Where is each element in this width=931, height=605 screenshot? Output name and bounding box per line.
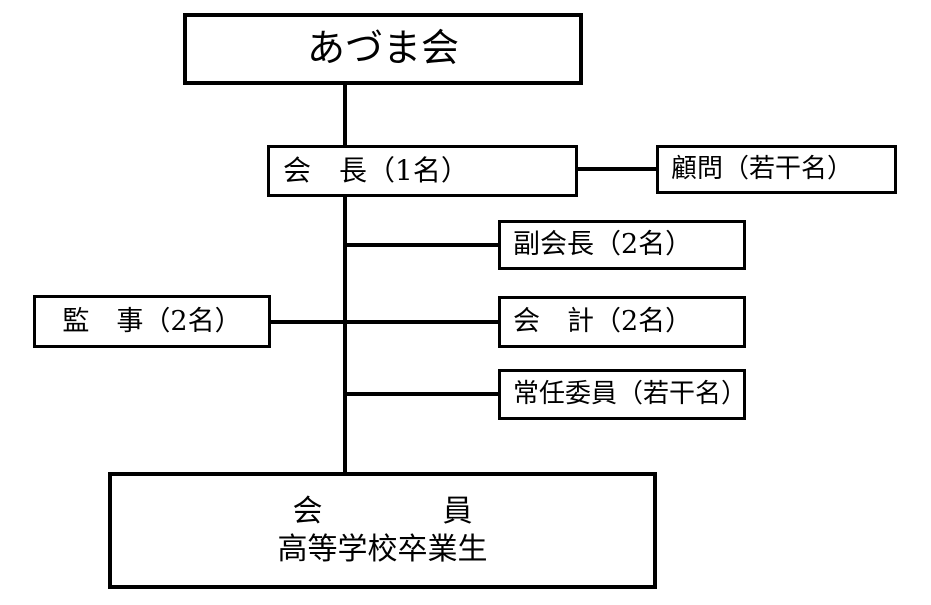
connector-kaicho-komon [578,167,656,171]
org-box-members-label-line2: 高等学校卒業生 [277,531,488,567]
org-box-auditor-label: 監 事（2名） [62,305,242,337]
org-box-treasurer-label: 会 計（2名） [513,306,693,338]
connector-trunk-jonin [345,392,498,396]
org-box-standing-committee: 常任委員（若干名） [498,369,748,420]
org-box-auditor: 監 事（2名） [33,295,271,348]
connector-main-trunk [343,197,347,472]
connector-trunk-fukukaicho [345,243,498,247]
org-box-members: 会 員 高等学校卒業生 [108,472,657,589]
org-box-chairman-label: 会 長（1名） [283,153,469,187]
org-box-vice-chairman-label: 副会長（2名） [513,229,693,261]
org-box-azuma-kai: あづま会 [183,13,583,85]
org-box-advisor-label: 顧問（若干名） [671,153,854,184]
org-box-advisor: 顧問（若干名） [656,145,897,194]
connector-kanji-trunk-kaikei [271,320,498,324]
org-box-azuma-kai-label: あづま会 [306,26,459,71]
org-box-members-label-line1: 会 員 [292,494,473,529]
org-box-standing-committee-label: 常任委員（若干名） [513,378,748,409]
org-box-vice-chairman: 副会長（2名） [498,220,746,270]
org-box-treasurer: 会 計（2名） [498,296,746,348]
connector-azuma-kaicho [343,85,347,145]
org-box-chairman: 会 長（1名） [267,145,578,197]
